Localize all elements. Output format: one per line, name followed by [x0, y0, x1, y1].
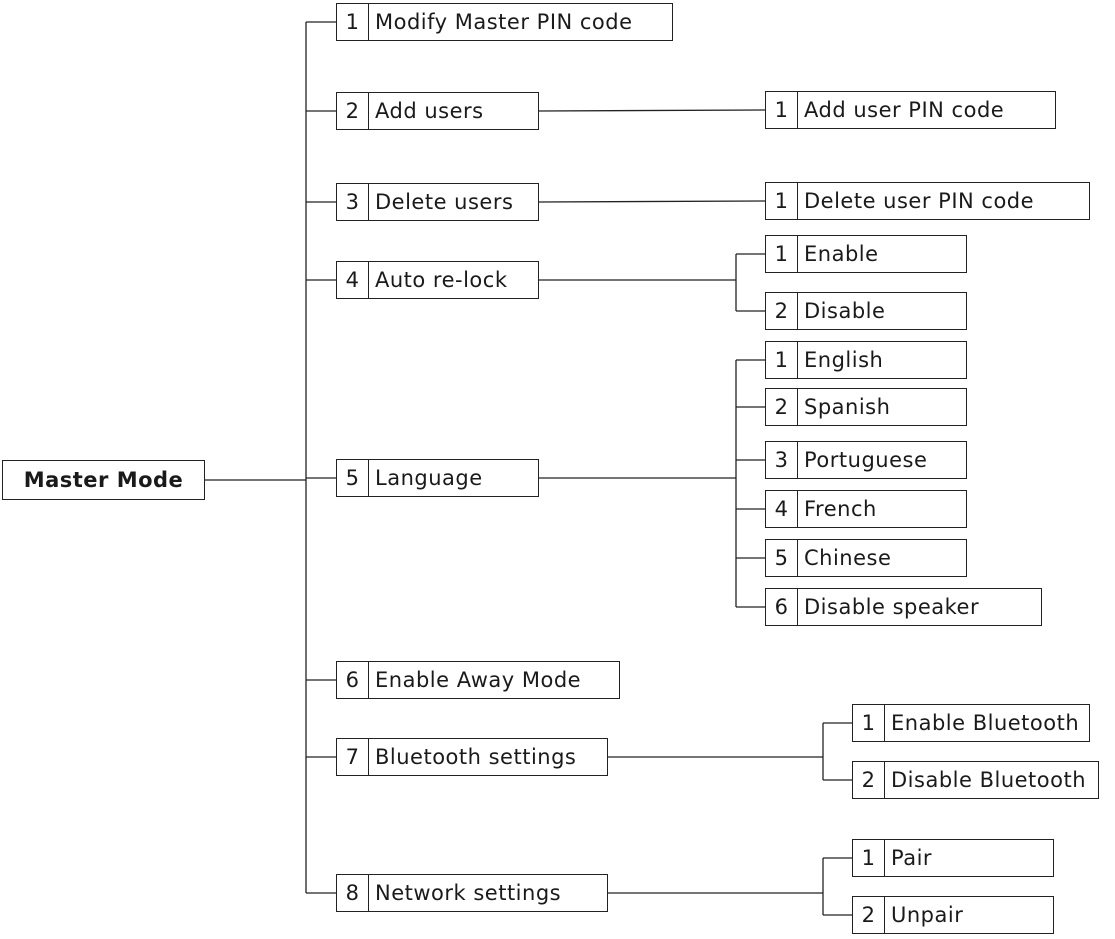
node-number: 5 [337, 460, 369, 496]
node-label: Network settings [375, 881, 562, 905]
node-label: Enable [804, 242, 879, 266]
node-number: 8 [337, 875, 369, 911]
child-connector-3-1 [538, 200, 766, 203]
node-label: Spanish [804, 395, 891, 419]
node-label: Bluetooth settings [375, 745, 577, 769]
node-label: Pair [891, 846, 933, 870]
node-number: 1 [337, 4, 369, 40]
node-label: Disable Bluetooth [891, 768, 1087, 792]
node-number: 1 [766, 342, 798, 378]
node-label: Disable speaker [804, 595, 980, 619]
node-number: 6 [766, 589, 798, 625]
node-label: Chinese [804, 546, 892, 570]
node-label: Unpair [891, 903, 964, 927]
node-number: 2 [766, 389, 798, 425]
node-label: Disable [804, 299, 886, 323]
node-number: 2 [766, 293, 798, 329]
node-label: Modify Master PIN code [375, 10, 633, 34]
node-label: Add users [375, 99, 484, 123]
node-label: Delete user PIN code [804, 189, 1035, 213]
node-number: 6 [337, 662, 369, 698]
root-label: Master Mode [23, 468, 184, 492]
node-number: 2 [853, 762, 885, 798]
node-number: 1 [766, 92, 798, 128]
node-number: 2 [853, 897, 885, 933]
node-number: 1 [853, 705, 885, 741]
node-label: Enable Bluetooth [891, 711, 1080, 735]
node-label: Add user PIN code [804, 98, 1005, 122]
node-label: Auto re-lock [375, 268, 508, 292]
root-node-master-mode: Master Mode [2, 460, 205, 500]
node-number: 3 [766, 442, 798, 478]
node-number: 3 [337, 184, 369, 220]
node-label: Enable Away Mode [375, 668, 582, 692]
child-connector-2-1 [538, 109, 766, 112]
node-label: Delete users [375, 190, 514, 214]
node-number: 1 [766, 183, 798, 219]
node-label: French [804, 497, 877, 521]
node-label: English [804, 348, 884, 372]
node-number: 1 [766, 236, 798, 272]
node-number: 4 [337, 262, 369, 298]
node-number: 5 [766, 540, 798, 576]
node-number: 7 [337, 739, 369, 775]
node-label: Portuguese [804, 448, 928, 472]
node-label: Language [375, 466, 483, 490]
node-number: 2 [337, 93, 369, 129]
node-number: 1 [853, 840, 885, 876]
node-number: 4 [766, 491, 798, 527]
